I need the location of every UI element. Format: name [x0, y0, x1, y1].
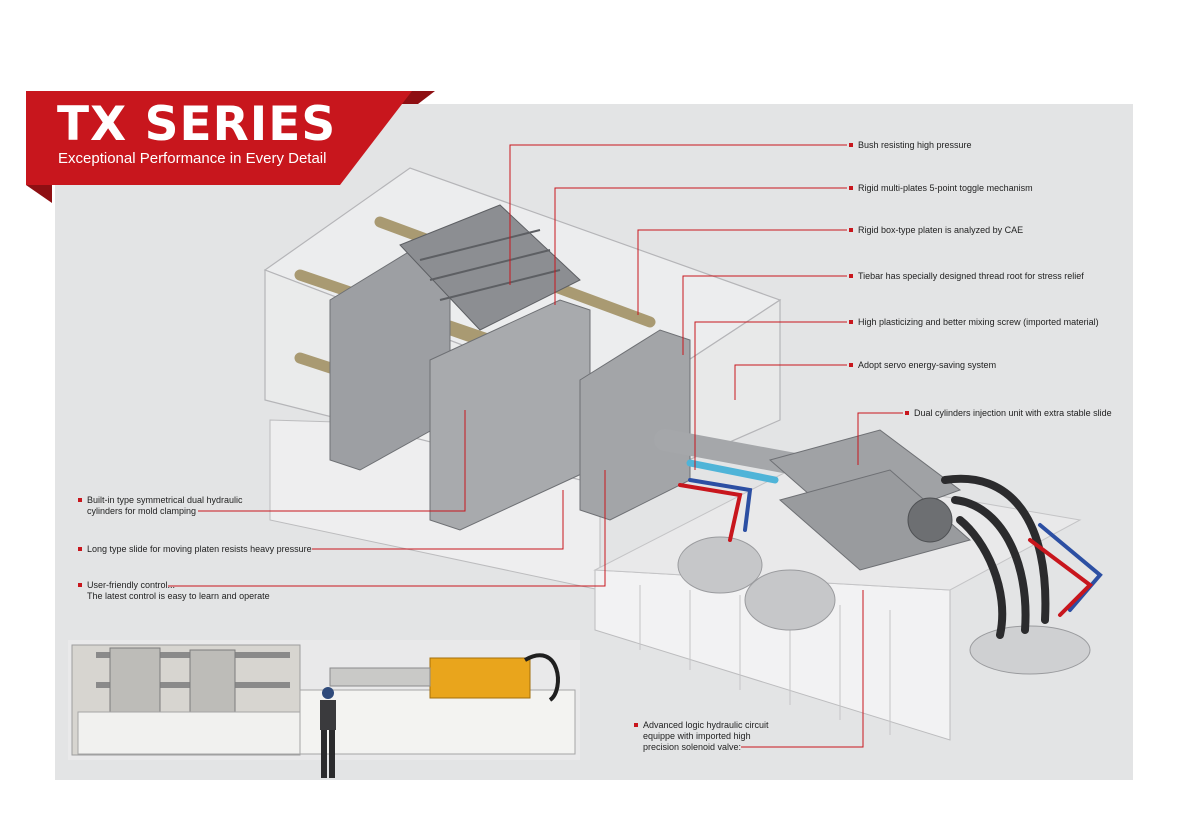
leader-cylinders: [198, 410, 466, 512]
injection-machine-cutaway: [263, 167, 1103, 741]
leader-control: [168, 470, 606, 587]
bullet-marker: [78, 498, 82, 502]
bullet-marker: [849, 274, 853, 278]
page-subtitle: Exceptional Performance in Every Detail: [58, 150, 327, 167]
leader-platen: [637, 229, 847, 315]
bullet-marker: [78, 547, 82, 551]
leader-tiebar: [682, 275, 847, 355]
callout-tiebar: Tiebar has specially designed thread roo…: [849, 271, 1084, 282]
operator-figure: [320, 687, 336, 778]
callout-platen: Rigid box-type platen is analyzed by CAE: [849, 225, 1023, 236]
callout-injection: Dual cylinders injection unit with extra…: [905, 408, 1112, 419]
page-title: TX SERIES: [57, 97, 337, 152]
bullet-marker: [849, 320, 853, 324]
machine-photo: [68, 640, 580, 778]
callout-cylinders: Built-in type symmetrical dual hydraulic…: [78, 495, 243, 517]
bullet-marker: [849, 143, 853, 147]
leader-screw: [694, 321, 847, 470]
callout-hydraulic-circuit: Advanced logic hydraulic circuit equippe…: [634, 720, 769, 753]
bullet-marker: [849, 363, 853, 367]
leader-slide: [312, 490, 564, 550]
bullet-marker: [849, 228, 853, 232]
callout-toggle: Rigid multi-plates 5-point toggle mechan…: [849, 183, 1033, 194]
callout-bush: Bush resisting high pressure: [849, 140, 972, 151]
banner-ribbon: [26, 91, 412, 185]
leader-hydraulic: [741, 590, 864, 748]
callout-screw: High plasticizing and better mixing scre…: [849, 317, 1099, 328]
bullet-marker: [905, 411, 909, 415]
callout-control: User-friendly control... The latest cont…: [78, 580, 270, 602]
banner-fold-left: [26, 185, 52, 203]
callout-slide: Long type slide for moving platen resist…: [78, 544, 312, 555]
callout-servo: Adopt servo energy-saving system: [849, 360, 996, 371]
leader-bush: [509, 144, 847, 285]
leader-toggle: [554, 187, 847, 305]
bullet-marker: [634, 723, 638, 727]
leader-servo: [734, 364, 847, 400]
leader-lines: [168, 144, 903, 748]
bullet-marker: [78, 583, 82, 587]
leader-injection: [857, 412, 903, 465]
bullet-marker: [849, 186, 853, 190]
